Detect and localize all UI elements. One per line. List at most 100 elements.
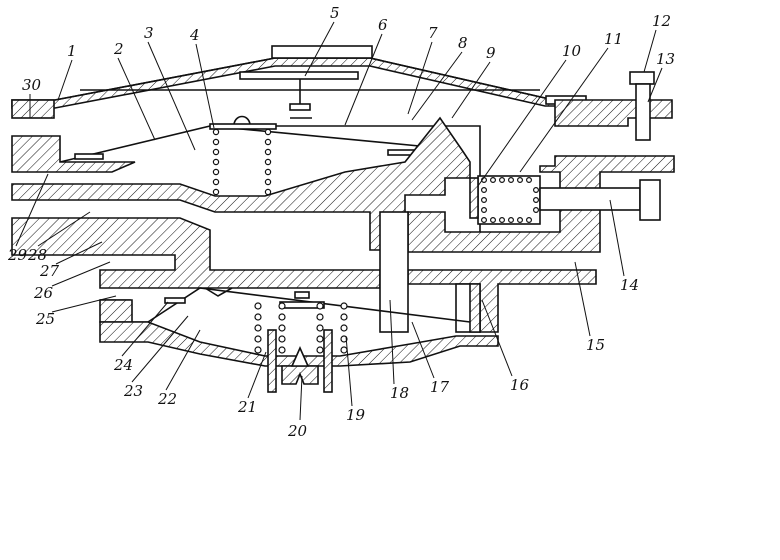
valve-spring-coil (490, 217, 497, 224)
lower-pin-assembly (267, 329, 333, 393)
upper-spring-coil (212, 148, 220, 156)
label-20: 20 (287, 422, 308, 440)
label-25: 25 (35, 310, 55, 328)
part-labels: 1 2 3 4 5 6 7 8 9 10 11 12 13 14 15 16 1… (7, 4, 675, 440)
upper-spring-coil (264, 158, 272, 166)
leader-line-25 (51, 295, 117, 313)
valve-spring-coil (490, 177, 497, 184)
lower-spring-coil (340, 313, 348, 321)
upper-spring-coil (212, 158, 220, 166)
lower-spring-coil (278, 346, 286, 354)
leader-line-11 (519, 47, 609, 173)
lower-spring-coil (316, 313, 324, 321)
label-30: 30 (22, 76, 42, 94)
leader-line-13 (647, 67, 663, 103)
leader-line-28 (37, 211, 91, 247)
valve-spring-coil (525, 217, 532, 224)
label-28: 28 (27, 246, 47, 264)
lower-spring-coil (278, 335, 286, 343)
label-21: 21 (237, 398, 257, 416)
side-screw (539, 179, 661, 221)
label-8: 8 (458, 34, 468, 52)
upper-spring-coil (264, 168, 272, 176)
upper-spring-coil (212, 128, 220, 136)
upper-spring-coil (212, 168, 220, 176)
label-24: 24 (113, 356, 133, 374)
leader-line-24 (121, 301, 169, 357)
lower-spring-coil (316, 324, 324, 332)
valve-spring-coil (499, 217, 506, 224)
label-14: 14 (620, 276, 639, 294)
lower-spring-coil (254, 302, 262, 310)
label-1: 1 (67, 42, 77, 60)
leader-line-26 (51, 261, 111, 287)
leader-line-5 (304, 21, 335, 77)
label-5: 5 (330, 4, 340, 22)
valve-spring-coil (508, 177, 515, 184)
leader-line-8 (411, 51, 463, 121)
valve-spring-coil (481, 217, 488, 224)
coil-springs (212, 128, 539, 354)
valve-spring-coil (481, 187, 488, 194)
leader-line-9 (451, 61, 491, 119)
valve-spring-coil (481, 207, 488, 214)
label-16: 16 (510, 376, 530, 394)
lower-spring-coil (254, 346, 262, 354)
valve-spring-coil (525, 177, 532, 184)
upper-spring-coil (264, 178, 272, 186)
top-adjusting-screw (80, 71, 540, 119)
leader-line-16 (481, 299, 513, 377)
leader-line-18 (389, 299, 395, 385)
label-4: 4 (189, 26, 200, 44)
valve-spring-coil (508, 217, 515, 224)
lower-spring-coil (254, 324, 262, 332)
leader-line-4 (195, 43, 215, 129)
label-17: 17 (430, 378, 450, 396)
label-19: 19 (346, 406, 366, 424)
lower-spring-coil (278, 324, 286, 332)
upper-spring-coil (212, 138, 220, 146)
upper-spring-coil (212, 178, 220, 186)
label-18: 18 (390, 384, 409, 402)
label-2: 2 (113, 40, 124, 58)
leader-lines (15, 21, 663, 421)
label-11: 11 (604, 30, 623, 48)
lower-spring-coil (278, 313, 286, 321)
leader-line-7 (407, 41, 433, 115)
label-27: 27 (39, 262, 60, 280)
label-12: 12 (652, 12, 671, 30)
lower-spring-coil (316, 346, 324, 354)
leader-line-19 (345, 335, 353, 407)
leader-line-3 (147, 41, 196, 151)
label-6: 6 (378, 16, 388, 34)
leader-line-14 (609, 199, 625, 277)
label-10: 10 (562, 42, 582, 60)
upper-spring-coil (264, 138, 272, 146)
lower-spring-coil (340, 346, 348, 354)
leader-line-2 (117, 57, 156, 141)
adjusting-bolt (629, 71, 655, 141)
lower-chamber (99, 211, 499, 367)
lower-spring-coil (254, 313, 262, 321)
label-22: 22 (157, 390, 177, 408)
leader-line-15 (574, 261, 591, 337)
leader-line-21 (247, 351, 267, 399)
label-3: 3 (144, 24, 154, 42)
valve-spring (469, 175, 541, 225)
label-7: 7 (428, 24, 438, 42)
upper-spring-coil (264, 188, 272, 196)
valve-spring-coil (532, 207, 539, 214)
label-13: 13 (656, 50, 675, 68)
lower-spring-coil (316, 335, 324, 343)
lower-spring-coil (278, 302, 286, 310)
leader-line-17 (411, 321, 435, 379)
upper-spring-coil (264, 128, 272, 136)
lower-spring-coil (316, 302, 324, 310)
valve-spring-coil (532, 197, 539, 204)
main-body (11, 116, 471, 289)
right-body (407, 99, 675, 333)
leader-line-27 (55, 241, 103, 265)
label-23: 23 (123, 382, 143, 400)
valve-spring-coil (499, 177, 506, 184)
